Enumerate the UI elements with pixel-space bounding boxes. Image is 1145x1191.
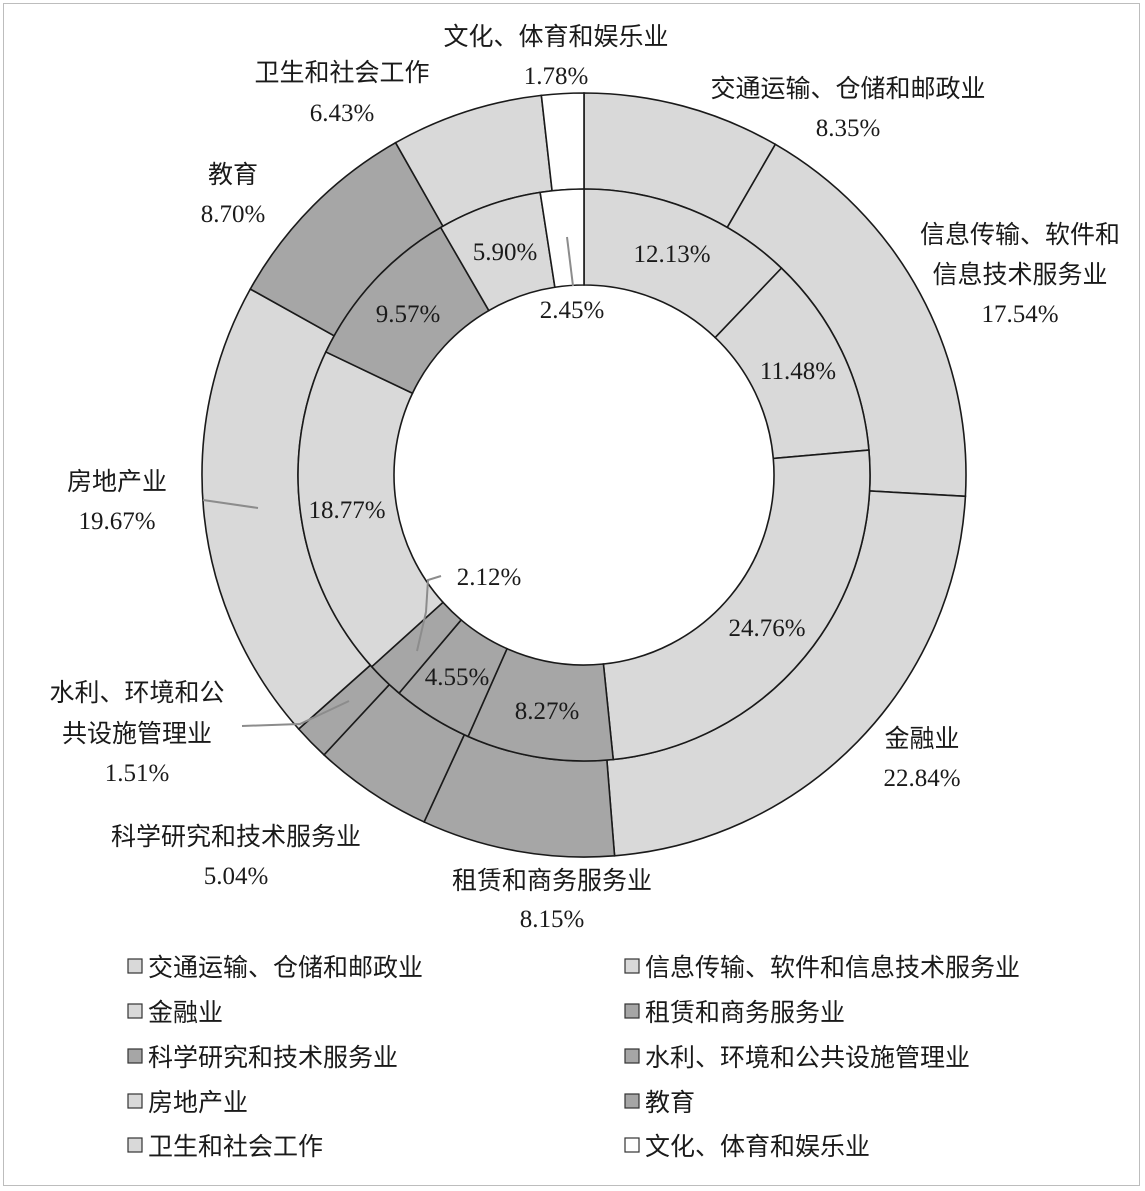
inner-value-label-cat6: 2.12% (457, 564, 522, 591)
leader-line-real-estate (202, 499, 259, 509)
leader-line-water-inner (416, 575, 442, 652)
outer-category-label-cat9: 卫生和社会工作 (254, 58, 429, 87)
legend-swatch-cat9 (127, 1137, 143, 1153)
inner-value-label-cat2: 11.48% (760, 358, 836, 385)
legend-label-cat5: 科学研究和技术服务业 (148, 1043, 398, 1072)
inner-value-label-cat7: 18.77% (308, 497, 385, 524)
outer-category-label-cat1: 交通运输、仓储和邮政业 (710, 74, 985, 103)
legend-swatch-cat7 (127, 1093, 143, 1109)
inner-labels: 12.13% 11.48% 24.76% 8.27% 4.55% 2.12% 18.77% 9… (308, 239, 836, 725)
outer-value-label-cat10: 1.78% (524, 63, 589, 90)
legend-swatch-cat4 (624, 1003, 640, 1019)
inner-value-label-cat10: 2.45% (540, 297, 605, 324)
outer-value-label-cat9: 6.43% (310, 100, 375, 127)
outer-category-label-cat3: 金融业 (884, 724, 959, 753)
legend-label-cat7: 房地产业 (148, 1088, 248, 1117)
legend-swatch-cat1 (127, 958, 143, 974)
outer-value-label-cat5: 5.04% (204, 863, 269, 890)
inner-value-label-cat1: 12.13% (633, 241, 710, 268)
legend-swatch-cat8 (624, 1093, 640, 1109)
legend-label-cat10: 文化、体育和娱乐业 (645, 1132, 870, 1161)
outer-category-label-cat7: 房地产业 (67, 467, 167, 496)
inner-value-label-cat5: 4.55% (425, 664, 490, 691)
inner-value-label-cat9: 5.90% (473, 239, 538, 266)
outer-value-label-cat8: 8.70% (201, 201, 266, 228)
legend-label-cat3: 金融业 (148, 998, 223, 1027)
outer-category-label-cat6-line1: 水利、环境和公 (49, 678, 224, 707)
chart-frame (3, 3, 1140, 1186)
outer-value-label-cat6: 1.51% (105, 760, 170, 787)
legend-swatch-cat6 (624, 1048, 640, 1064)
outer-category-label-cat2-line1: 信息传输、软件和 (920, 220, 1120, 249)
legend-swatch-cat2 (624, 958, 640, 974)
legend-label-cat2: 信息传输、软件和信息技术服务业 (645, 953, 1020, 982)
outer-value-label-cat4: 8.15% (520, 906, 585, 933)
leader-line-culture-inner (566, 236, 574, 287)
inner-slice-cat10 (539, 188, 585, 289)
legend-label-cat4: 租赁和商务服务业 (645, 998, 845, 1027)
inner-value-label-cat3: 24.76% (728, 615, 805, 642)
outer-value-label-cat1: 8.35% (816, 115, 881, 142)
legend-swatch-cat5 (127, 1048, 143, 1064)
legend-label-cat9: 卫生和社会工作 (148, 1132, 323, 1161)
legend-swatch-cat3 (127, 1003, 143, 1019)
outer-labels: 交通运输、仓储和邮政业 8.35% 信息传输、软件和信息技术服务业 17.54% 金融业… (49, 22, 1120, 933)
outer-category-label-cat2-line2: 信息技术服务业 (932, 260, 1107, 289)
inner-value-label-cat8: 9.57% (376, 301, 441, 328)
inner-ring (297, 188, 871, 762)
outer-value-label-cat2: 17.54% (981, 301, 1058, 328)
legend-label-cat1: 交通运输、仓储和邮政业 (148, 953, 423, 982)
outer-category-label-cat8: 教育 (208, 160, 258, 189)
outer-category-label-cat4: 租赁和商务服务业 (452, 866, 652, 895)
legend-label-cat8: 教育 (645, 1088, 695, 1117)
outer-category-label-cat5: 科学研究和技术服务业 (111, 822, 361, 851)
inner-slice-cat3 (602, 449, 871, 761)
outer-category-label-cat6-line2: 共设施管理业 (62, 719, 212, 748)
outer-value-label-cat7: 19.67% (78, 508, 155, 535)
legend-swatch-cat10 (624, 1137, 640, 1153)
inner-value-label-cat4: 8.27% (515, 698, 580, 725)
leader-line-water-env (241, 700, 350, 727)
outer-value-label-cat3: 22.84% (883, 765, 960, 792)
outer-ring (201, 92, 967, 858)
leader-lines (202, 236, 574, 727)
legend-label-cat6: 水利、环境和公共设施管理业 (645, 1043, 970, 1072)
outer-category-label-cat10: 文化、体育和娱乐业 (443, 22, 668, 51)
